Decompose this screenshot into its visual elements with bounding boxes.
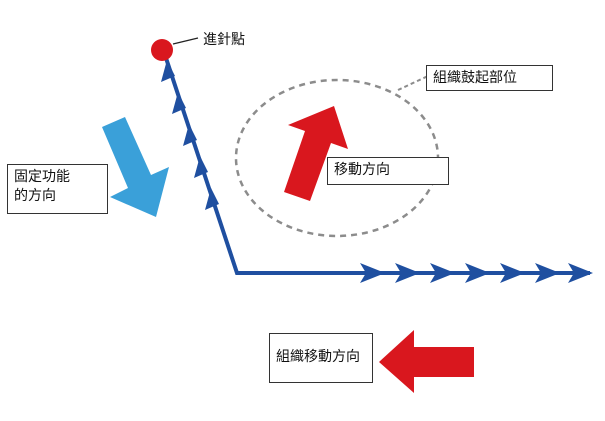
fix-function-label-box: 固定功能 的方向 [7,164,108,214]
chevron-right [430,263,455,283]
needle-entry-dot [151,39,173,61]
needle-point-label: 進針點 [203,32,245,48]
path-chevrons-diagonal [161,60,219,210]
chevron-right [395,263,420,283]
tissue-movement-arrow [379,330,474,393]
fixation-direction-arrow [102,117,169,217]
move-direction-label: 移動方向 [334,162,390,178]
chevron-right [535,263,560,283]
chevron-up [183,124,197,146]
tissue-move-label-box: 組織移動方向 [269,333,373,383]
chevron-right [500,263,525,283]
chevron-right [360,263,385,283]
path-chevrons-horizontal [360,263,593,283]
bulge-label: 組織鼓起部位 [433,70,517,86]
chevron-right [568,263,593,283]
movement-direction-arrow [284,106,348,201]
tissue-move-label: 組織移動方向 [276,349,360,365]
move-direction-label-box: 移動方向 [327,157,449,185]
fix-function-label-line2: 的方向 [14,188,56,204]
chevron-up [205,188,219,210]
bulge-label-box: 組織鼓起部位 [426,65,553,91]
chevron-up [194,156,208,178]
chevron-up [172,92,186,114]
chevron-up [161,60,175,82]
chevron-right [465,263,490,283]
needle-leader-line [172,37,199,45]
bulge-leader-line [397,75,429,91]
fix-function-label-line1: 固定功能 [14,169,70,185]
